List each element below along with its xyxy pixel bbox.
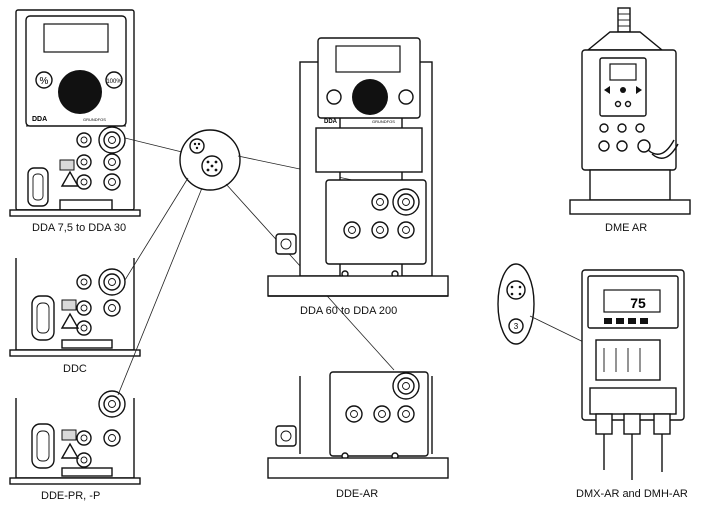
warning-icon xyxy=(60,312,80,329)
label-dde-pr: DDE-PR, -P xyxy=(41,490,101,502)
grundfos-mark: GRUNDFOS xyxy=(372,119,395,124)
dda-brand-label: DDA xyxy=(32,116,47,123)
connector-highlight-ring xyxy=(392,372,420,400)
pump-dmx-ar: 3 75 xyxy=(497,263,685,480)
connection-lines xyxy=(117,137,401,396)
pump-dde-pr xyxy=(9,390,141,485)
pump-dde-ar xyxy=(267,371,449,479)
connector-callout xyxy=(497,263,535,345)
percent-key xyxy=(35,71,53,89)
connector-number: 3 xyxy=(514,322,519,331)
connector-highlight-ring xyxy=(98,268,126,296)
label-dda-large: DDA 60 to DDA 200 xyxy=(300,305,398,317)
pump-ddc xyxy=(9,258,141,357)
pump-dda-large: DDA GRUNDFOS xyxy=(267,37,449,297)
label-dda-small: DDA 7,5 to DDA 30 xyxy=(32,222,127,234)
connector-highlight-ring xyxy=(98,390,126,418)
warning-icon xyxy=(60,442,80,459)
connector-magnifier xyxy=(179,129,241,191)
percent-100-key xyxy=(105,71,123,89)
dda-brand-label: DDA xyxy=(324,119,338,125)
label-ddc: DDC xyxy=(63,363,87,375)
dmx-display-value: 75 xyxy=(630,295,646,311)
control-wheel-icon xyxy=(58,70,102,114)
connector-highlight-ring xyxy=(98,126,126,154)
control-wheel-icon xyxy=(352,79,388,115)
percent-key-label: % xyxy=(40,76,49,87)
grundfos-mark: GRUNDFOS xyxy=(83,117,106,122)
pump-dda-small: % 100% DDA GRUNDFOS xyxy=(9,9,141,217)
connector-highlight-ring xyxy=(392,188,420,216)
warning-icon xyxy=(60,170,80,187)
connector-number-badge xyxy=(508,318,524,334)
percent-100-key-label: 100% xyxy=(106,79,122,85)
label-dmx-dmh-ar: DMX-AR and DMH-AR xyxy=(576,488,688,500)
label-dme-ar: DME AR xyxy=(605,222,648,234)
pump-dme-ar xyxy=(569,7,691,215)
label-dde-ar: DDE-AR xyxy=(336,488,379,500)
